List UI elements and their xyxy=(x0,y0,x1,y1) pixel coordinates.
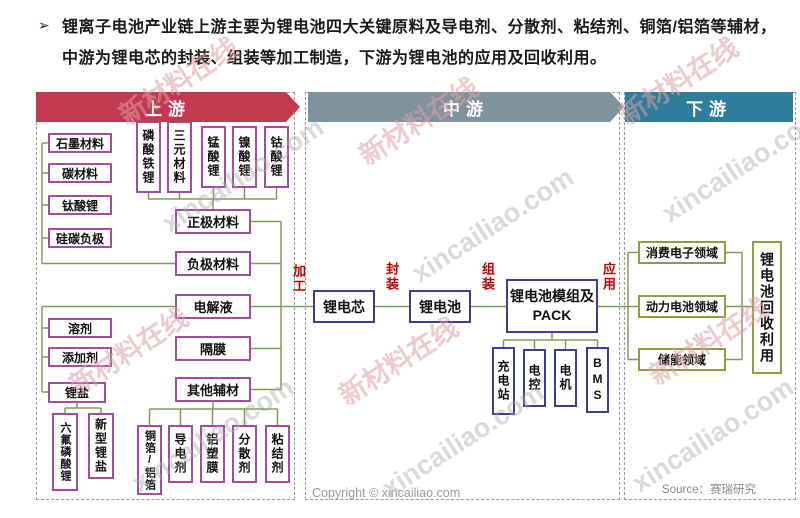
bullet-arrow-icon: ➢ xyxy=(38,17,50,33)
box-carbon-material: 碳材料 xyxy=(48,163,112,183)
box-separator: 隔膜 xyxy=(175,336,251,361)
box-solvent: 溶剂 xyxy=(48,318,112,338)
box-electric-control: 电控 xyxy=(523,349,546,407)
box-lmo: 锰酸锂 xyxy=(201,126,226,188)
box-electrolyte: 电解液 xyxy=(175,294,251,319)
box-new-lithium-salt: 新型锂盐 xyxy=(88,413,114,479)
box-additive: 添加剂 xyxy=(48,347,112,367)
box-silicon-carbon-anode: 硅碳负极 xyxy=(48,228,112,248)
box-lipf6: 六氟磷酸锂 xyxy=(52,413,78,491)
upstream-header: 上游 xyxy=(36,92,300,122)
box-battery-cell: 锂电芯 xyxy=(313,290,375,323)
copyright-text: Copyright © xincailiao.com xyxy=(312,486,461,500)
box-lithium-salt: 锂盐 xyxy=(48,382,106,403)
label-processing: 加工 xyxy=(291,264,306,294)
box-other-auxiliary: 其他辅材 xyxy=(175,377,251,402)
label-assembly: 组装 xyxy=(480,262,495,292)
box-binder: 粘结剂 xyxy=(265,425,290,483)
source-text: Source：赛瑞研究 xyxy=(662,484,756,496)
box-battery-pack: 锂电池模组及PACK xyxy=(506,279,598,333)
box-lithium-titanate: 钛酸锂 xyxy=(48,195,112,215)
box-conductive-agent: 导电剂 xyxy=(168,425,193,483)
box-bms: BMS xyxy=(586,347,609,413)
midstream-header: 中游 xyxy=(308,92,624,122)
box-energy-storage: 储能领域 xyxy=(638,348,726,371)
box-charging-station: 充电站 xyxy=(492,347,515,415)
box-aluminum-plastic-film: 铝塑膜 xyxy=(200,425,225,483)
box-power-battery: 动力电池领域 xyxy=(638,295,726,318)
box-electric-motor: 电机 xyxy=(554,349,577,407)
box-copper-aluminum-foil: 铜箔/铝箔 xyxy=(137,425,162,495)
box-dispersant: 分散剂 xyxy=(232,425,257,483)
box-ternary-material: 三元材料 xyxy=(167,121,192,193)
box-battery: 锂电池 xyxy=(409,290,471,323)
box-lno: 镍酸锂 xyxy=(232,126,257,188)
box-lco: 钴酸锂 xyxy=(264,126,289,188)
box-graphite-material: 石墨材料 xyxy=(48,133,112,153)
box-cathode-material: 正极材料 xyxy=(175,209,251,234)
box-consumer-electronics: 消费电子领域 xyxy=(638,241,726,264)
box-lfp: 磷酸铁锂 xyxy=(136,121,161,193)
box-anode-material: 负极材料 xyxy=(175,251,251,276)
downstream-header: 下游 xyxy=(625,92,793,122)
label-packaging: 封装 xyxy=(384,262,399,292)
box-battery-recycling: 锂电池回收利用 xyxy=(752,241,782,374)
intro-paragraph: 锂离子电池产业链上游主要为锂电池四大关键原料及导电剂、分散剂、粘结剂、铜箔/铝箔… xyxy=(62,19,777,67)
label-application: 应用 xyxy=(601,262,616,292)
